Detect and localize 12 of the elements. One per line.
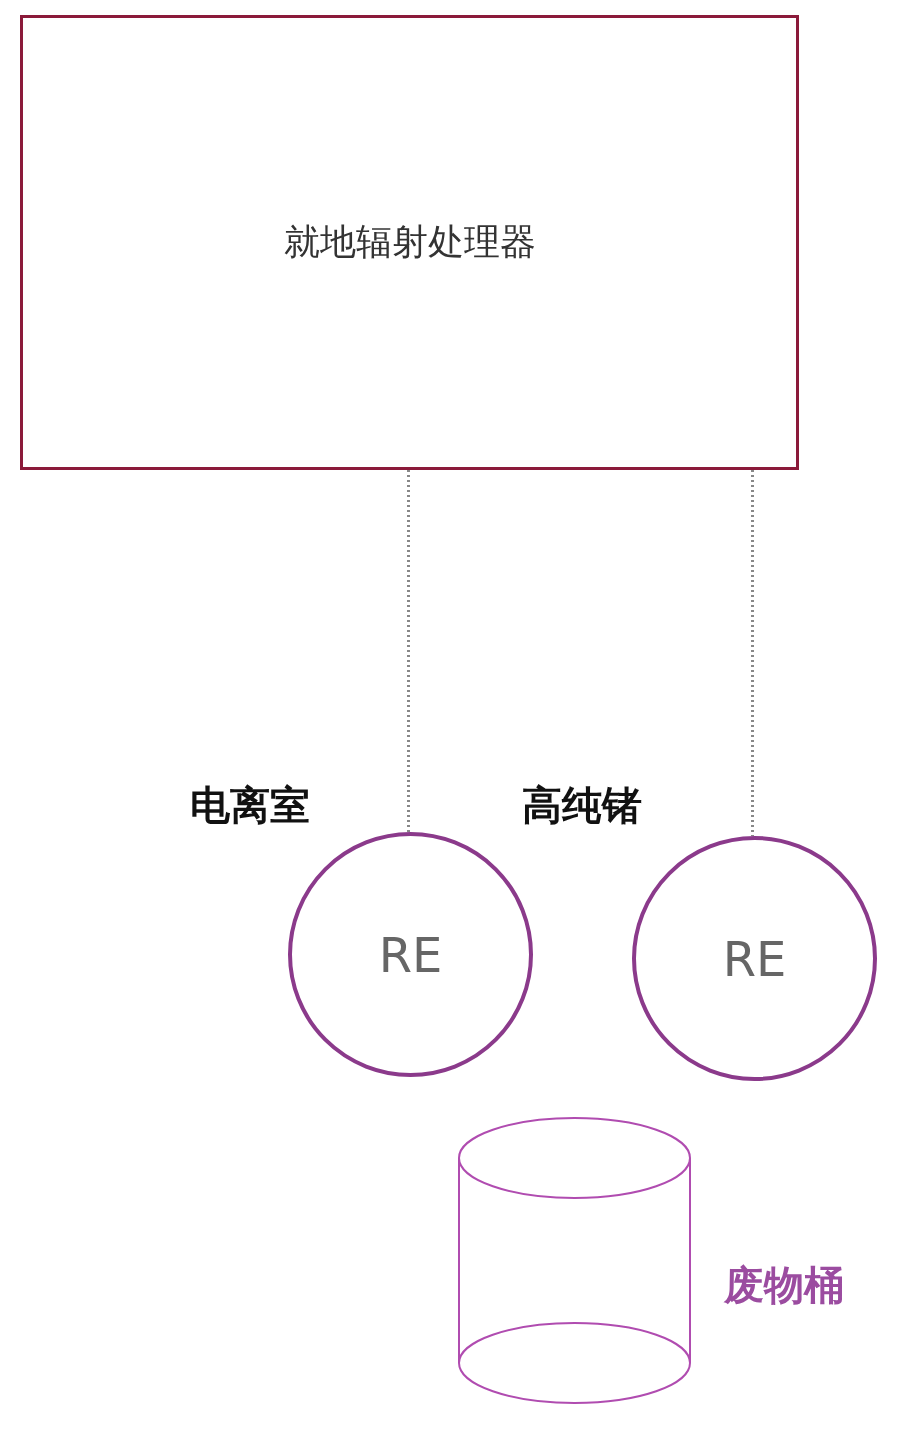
processor-box — [20, 15, 799, 470]
detector-circle — [632, 836, 877, 1081]
node-label: RE — [722, 930, 787, 987]
dotted-connector — [751, 470, 754, 836]
node-caption: 电离室 — [190, 781, 310, 830]
detector-circle — [288, 832, 533, 1077]
node-label: RE — [378, 926, 443, 983]
node-label: 就地辐射处理器 — [283, 220, 536, 264]
node-caption: 高纯锗 — [522, 781, 642, 830]
drum-cylinder — [458, 1118, 691, 1403]
dotted-connector — [407, 470, 410, 832]
node-caption: 废物桶 — [724, 1261, 844, 1310]
